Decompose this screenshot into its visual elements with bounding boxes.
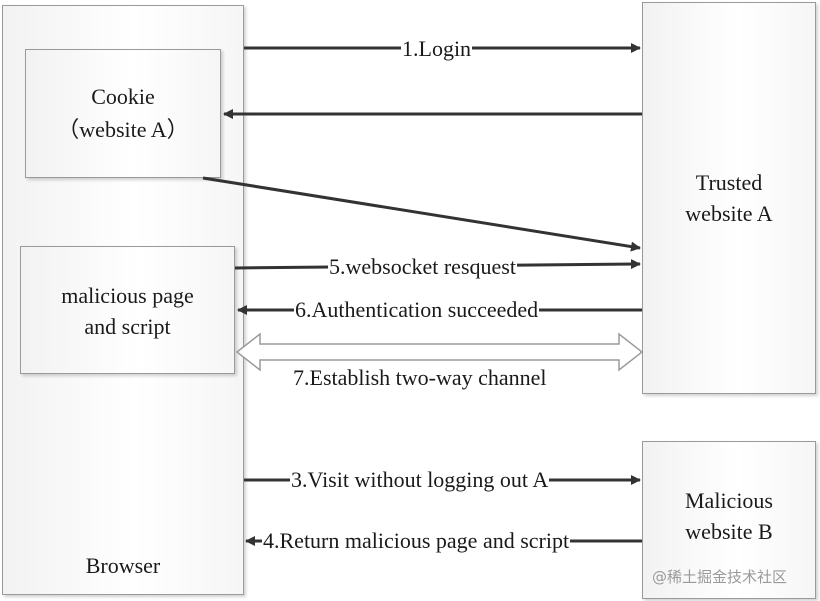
cookie-label-line1: Cookie <box>91 84 155 109</box>
malicious-page-box: malicious page and script <box>20 246 235 374</box>
auth-ok-label: 6.Authentication succeeded <box>294 297 540 323</box>
cookie-label-line2: （website A） <box>57 117 189 142</box>
ws-request-label: 5.websocket resquest <box>328 254 517 280</box>
login-label: 1.Login <box>401 36 473 62</box>
watermark: @稀土掘金技术社区 <box>652 568 788 586</box>
return-page-label: 4.Return malicious page and script <box>262 528 571 554</box>
malicious-website-label-line2: website B <box>685 519 773 544</box>
trusted-website-label-line2: website A <box>685 201 773 226</box>
trusted-website-label-line1: Trusted <box>695 170 763 195</box>
trusted-website-box: Trusted website A <box>642 2 816 394</box>
cookie-sent-arrow <box>202 176 641 252</box>
two-way-channel-arrow <box>235 332 644 372</box>
browser-label: Browser <box>85 553 161 578</box>
cookie-box: Cookie （website A） <box>25 49 221 178</box>
two-way-channel-label: 7.Establish two-way channel <box>292 365 548 391</box>
malicious-page-label-line2: and script <box>84 314 171 339</box>
visit-label: 3.Visit without logging out A <box>290 467 550 493</box>
malicious-page-label-line1: malicious page <box>61 283 194 308</box>
malicious-website-label-line1: Malicious <box>685 488 773 513</box>
malicious-website-box: Malicious website B <box>642 441 816 599</box>
